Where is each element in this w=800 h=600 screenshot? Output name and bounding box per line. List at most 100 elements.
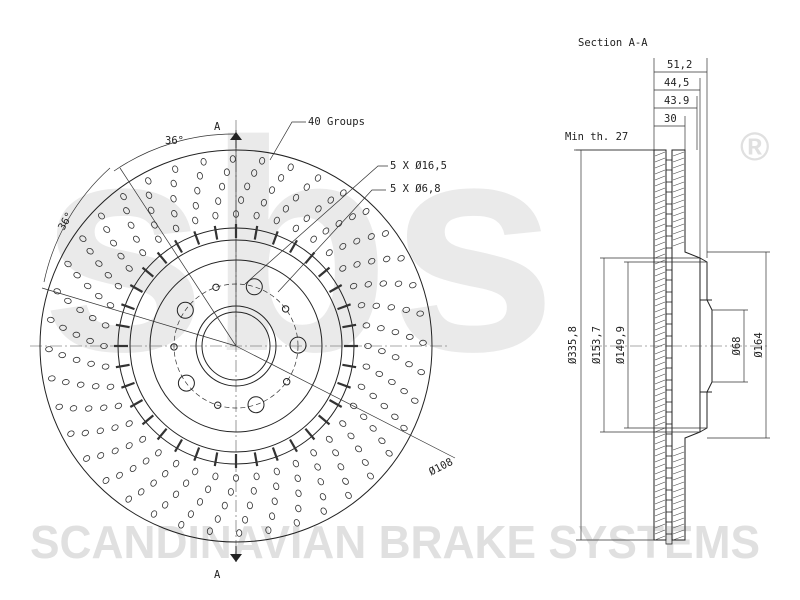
vent-dot	[212, 211, 219, 220]
vent-dot	[170, 179, 177, 188]
vent-dot	[110, 239, 117, 247]
hatch-line	[654, 187, 666, 193]
vent-dot	[273, 482, 280, 491]
vane-cell	[665, 225, 673, 237]
vent-dot	[95, 292, 103, 300]
vent-dot	[360, 413, 368, 421]
hatch-line	[672, 199, 685, 205]
vent-dot	[362, 363, 371, 370]
vent-dot	[339, 243, 347, 250]
friction-plate-outer	[671, 149, 701, 541]
vent-dot	[111, 424, 119, 431]
vent-dot	[325, 435, 333, 443]
vent-dot	[45, 346, 53, 353]
vent-dot	[265, 526, 272, 534]
hatch-line	[654, 199, 666, 205]
vent-dot	[337, 463, 345, 471]
vent-dot	[369, 392, 377, 400]
vent-dot	[114, 282, 123, 290]
small-hole	[170, 343, 178, 351]
vent-dot	[405, 361, 413, 368]
vent-dot	[292, 459, 300, 468]
vent-dot	[133, 235, 140, 243]
hatch-line	[654, 481, 666, 487]
hatch-line	[672, 169, 685, 175]
vent-dot	[214, 515, 221, 523]
dim-153-7: Ø153,7	[591, 326, 603, 364]
vent-dot	[73, 272, 81, 279]
small-hole	[212, 283, 220, 291]
small-hole-pattern	[170, 283, 291, 409]
dim-149-9: Ø149,9	[615, 326, 627, 364]
vent-dot	[229, 155, 236, 163]
vent-slot	[115, 363, 130, 369]
section-view: Section A-A 51,2 44,5 43.9 30 Min th. 27	[565, 37, 770, 545]
vane-cell	[665, 445, 673, 457]
hatch-line	[672, 187, 685, 193]
hatch-line	[654, 535, 666, 541]
vent-slot	[253, 452, 259, 467]
vent-dot	[123, 207, 130, 215]
vent-slot	[213, 225, 219, 240]
hatch-line	[654, 271, 666, 277]
hatch-line	[654, 163, 666, 169]
vent-dot	[327, 196, 335, 204]
vent-dot	[303, 214, 311, 222]
vent-dot	[194, 186, 201, 195]
vent-dot	[206, 527, 213, 535]
vent-dot	[125, 420, 133, 427]
hatch-line	[672, 175, 685, 181]
vent-slot	[271, 447, 279, 461]
vent-dot	[394, 280, 403, 287]
vent-dot	[155, 449, 162, 457]
vent-dot	[53, 288, 61, 295]
hatch-line	[672, 235, 685, 241]
vent-dot	[150, 510, 158, 518]
hatch-line	[654, 175, 666, 181]
hatch-line	[654, 253, 666, 259]
vent-dot	[137, 488, 145, 496]
angle-label-top: 36°	[165, 135, 184, 147]
hatch-line	[654, 379, 666, 385]
vent-dot	[379, 280, 387, 287]
vent-dot	[150, 479, 157, 487]
hatch-line	[654, 313, 666, 319]
dim-68: Ø68	[731, 337, 743, 356]
vent-dot	[388, 378, 396, 386]
dim-30: 30	[664, 113, 677, 125]
vent-dot	[62, 379, 70, 386]
vent-slot	[121, 381, 135, 389]
hatch-line	[672, 487, 685, 493]
vent-dot	[253, 472, 260, 481]
vent-dot	[95, 260, 103, 267]
vent-slot	[271, 231, 279, 245]
vent-dot	[259, 157, 266, 165]
hatch-line	[672, 211, 685, 217]
angle-arc-top	[113, 133, 237, 172]
vent-dot	[69, 405, 78, 412]
vent-dot	[381, 230, 389, 237]
vent-dot	[339, 265, 347, 272]
hatch-line	[654, 517, 666, 523]
hatch-line	[672, 181, 685, 187]
vent-dot	[353, 237, 361, 245]
vent-dot	[303, 183, 310, 191]
vent-dot	[79, 235, 87, 242]
vent-dot	[332, 449, 339, 457]
vent-dot	[125, 442, 133, 449]
vent-dot	[223, 168, 230, 176]
vent-slot	[121, 303, 135, 311]
vent-slot	[328, 284, 343, 293]
hatch-line	[672, 475, 685, 481]
vent-dot	[145, 191, 153, 199]
hatch-line	[672, 523, 685, 529]
vent-slot	[141, 414, 155, 426]
vent-dot	[335, 220, 343, 227]
vent-dot	[278, 174, 285, 182]
vent-dot	[59, 324, 67, 331]
vent-dot	[378, 437, 386, 445]
vent-dot	[233, 474, 240, 482]
vent-dot	[221, 501, 228, 510]
bolt-hole	[177, 374, 195, 392]
